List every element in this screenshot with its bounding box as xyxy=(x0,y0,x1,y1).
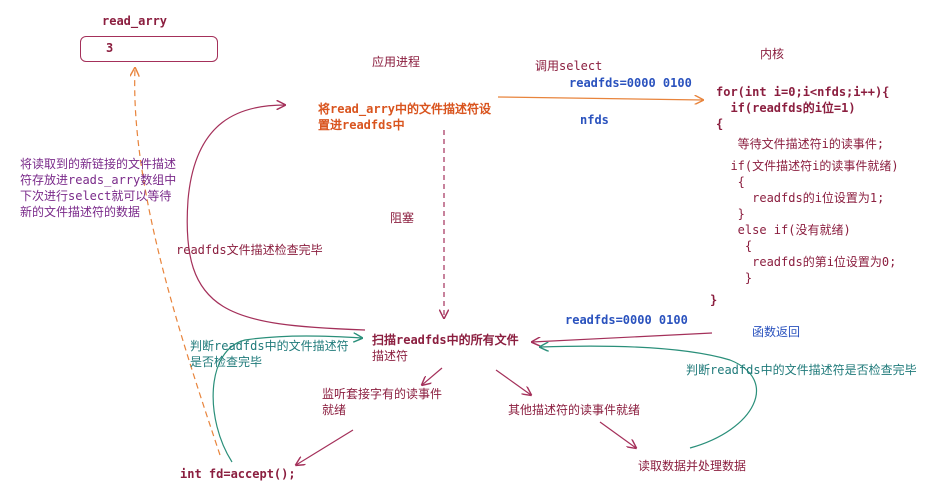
store-note-line: 下次进行select就可以等待 xyxy=(20,189,172,203)
store-note-line: 将读取到的新链接的文件描述 xyxy=(20,157,177,171)
judge-left-line1: 判断readfds中的文件描述符 xyxy=(190,339,349,353)
func-return-label: 函数返回 xyxy=(752,325,801,339)
arrow-judge-left xyxy=(212,336,362,463)
kernel-code-line: { xyxy=(716,239,753,253)
arrow-to-read xyxy=(599,421,636,448)
read-arry-box xyxy=(80,36,218,62)
nfds-label: nfds xyxy=(580,113,609,127)
arrow-call-select xyxy=(497,97,703,100)
read-arry-label: read_arry xyxy=(102,14,168,28)
other-ready-label: 其他描述符的读事件就绪 xyxy=(508,403,641,417)
arrow-to-other xyxy=(495,369,531,395)
kernel-code-line: else if(没有就绪) xyxy=(716,223,851,237)
arrow-to-accept xyxy=(296,429,354,465)
kernel-code-line: } xyxy=(716,271,753,285)
listen-ready-line1: 监听套接字有的读事件 xyxy=(322,387,443,401)
arrow-func-return xyxy=(532,332,713,342)
judge-left-line2: 是否检查完毕 xyxy=(190,355,263,369)
listen-ready-line2: 就绪 xyxy=(322,403,347,417)
kernel-code-line: } xyxy=(716,207,745,221)
block-label: 阻塞 xyxy=(390,211,415,225)
kernel-code-line: } xyxy=(710,293,718,307)
app-process-label: 应用进程 xyxy=(372,55,421,69)
arrow-check-done-loop xyxy=(186,105,366,331)
scan-readfds-line2: 描述符 xyxy=(372,349,409,363)
readfds-top-value: readfds=0000 0100 xyxy=(569,76,692,90)
kernel-code-line: readfds的第i位设置为0; xyxy=(716,255,897,269)
step-set-readfds-line1: 将read_arry中的文件描述符设 xyxy=(318,102,492,116)
kernel-code-line: for(int i=0;i<nfds;i++){ xyxy=(716,85,890,99)
check-done-label: readfds文件描述检查完毕 xyxy=(176,243,323,257)
kernel-code-line: 等待文件描述符i的读事件; xyxy=(716,137,885,151)
step-set-readfds-line2: 置进readfds中 xyxy=(318,118,405,132)
scan-readfds-line1: 扫描readfds中的所有文件 xyxy=(372,333,519,347)
store-note-line: 符存放进reads_arry数组中 xyxy=(20,173,177,187)
kernel-code-line: if(readfds的i位=1) xyxy=(716,101,856,115)
readfds-bottom-value: readfds=0000 0100 xyxy=(565,313,688,327)
kernel-code-line: { xyxy=(716,117,724,131)
arrow-judge-right xyxy=(540,346,758,449)
kernel-label: 内核 xyxy=(760,47,785,61)
kernel-code-line: if(文件描述符i的读事件就绪) xyxy=(716,159,899,173)
read-arry-value: 3 xyxy=(106,41,114,55)
arrow-to-listen xyxy=(422,367,443,385)
kernel-code-line: { xyxy=(716,175,745,189)
judge-right-label: 判断readfds中的文件描述符是否检查完毕 xyxy=(686,363,917,377)
accept-code: int fd=accept(); xyxy=(180,467,296,481)
call-select-label: 调用select xyxy=(535,59,603,73)
arrow-store-fd xyxy=(135,68,221,456)
kernel-code-line: readfds的i位设置为1; xyxy=(716,191,885,205)
read-process-label: 读取数据并处理数据 xyxy=(638,459,747,473)
store-note-line: 新的文件描述符的数据 xyxy=(20,205,141,219)
